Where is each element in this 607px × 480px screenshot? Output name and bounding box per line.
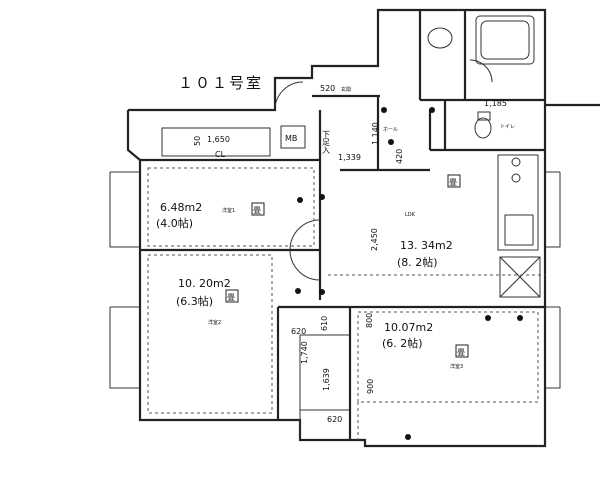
dim-store-800: 800 — [365, 313, 374, 328]
hall-label: ホール — [383, 127, 398, 133]
ldk-area: 13. 34m2 — [400, 239, 453, 252]
room2-tatami: (6.3帖) — [176, 295, 213, 308]
dim-store-610: 610 — [320, 316, 329, 331]
closet-label: CL — [215, 150, 226, 159]
dim-cl-depth: 50 — [193, 136, 202, 146]
dim-store-620a: 620 — [291, 327, 306, 336]
room2-area: 10. 20m2 — [178, 277, 231, 290]
room1-tag: 洋室1 — [222, 207, 235, 214]
room3-tag: 洋室3 — [450, 363, 463, 370]
room1-tatami: (4.0帖) — [156, 217, 193, 230]
genkan-label: 玄関 — [341, 86, 351, 93]
room1-area: 6.48m2 — [160, 201, 202, 214]
dim-entry-520: 520 — [320, 84, 335, 93]
unit-title: １０１号室 — [178, 74, 263, 92]
dim-ldk-2450: 2,450 — [370, 228, 379, 251]
door-swings — [274, 59, 493, 281]
toilet-label: トイレ — [500, 124, 515, 130]
dim-toilet-1185: 1,185 — [484, 99, 507, 108]
mb-label: MB — [285, 134, 297, 143]
bath-fixtures — [427, 15, 535, 183]
dim-hall-1140: 1,140 — [371, 122, 380, 145]
rouka-label: 下足入 — [322, 130, 331, 154]
outer-walls — [109, 8, 600, 448]
tatami-mark-room1: 畳 — [253, 206, 261, 215]
ldk-tatami: (8. 2帖) — [397, 256, 438, 269]
area-labels: CL MB 玄関 ホール トイレ 下足入 — [215, 86, 515, 159]
dim-store-900: 900 — [366, 379, 375, 394]
dim-store-1740: 1,740 — [300, 341, 309, 364]
room-labels: 6.48m2 (4.0帖) 洋室1 10. 20m2 (6.3帖) 洋室2 LD… — [156, 201, 463, 370]
room3-tatami: (6. 2帖) — [382, 337, 423, 350]
room3-area: 10.07m2 — [384, 321, 433, 334]
ldk-label: LDK — [405, 212, 416, 218]
dim-cl-width: 1,650 — [207, 135, 230, 144]
tatami-mark-room2: 畳 — [227, 293, 235, 302]
tatami-mark-ldk: 畳 — [449, 178, 457, 187]
interior-walls — [140, 10, 545, 440]
tatami-mark-room3: 畳 — [457, 348, 465, 357]
outlet-dots — [295, 107, 523, 440]
room2-tag: 洋室2 — [208, 319, 221, 326]
dim-hall-1339: 1,339 — [338, 153, 361, 162]
dim-store-620b: 620 — [327, 415, 342, 424]
tatami-marks: 畳 畳 畳 畳 — [225, 174, 469, 358]
dashed-lines — [147, 167, 545, 440]
dimension-labels: 1,650 50 520 1,140 1,339 420 2,450 1,185… — [193, 84, 507, 424]
dim-store-1639: 1,639 — [322, 368, 331, 391]
dim-hall-420: 420 — [395, 149, 404, 164]
